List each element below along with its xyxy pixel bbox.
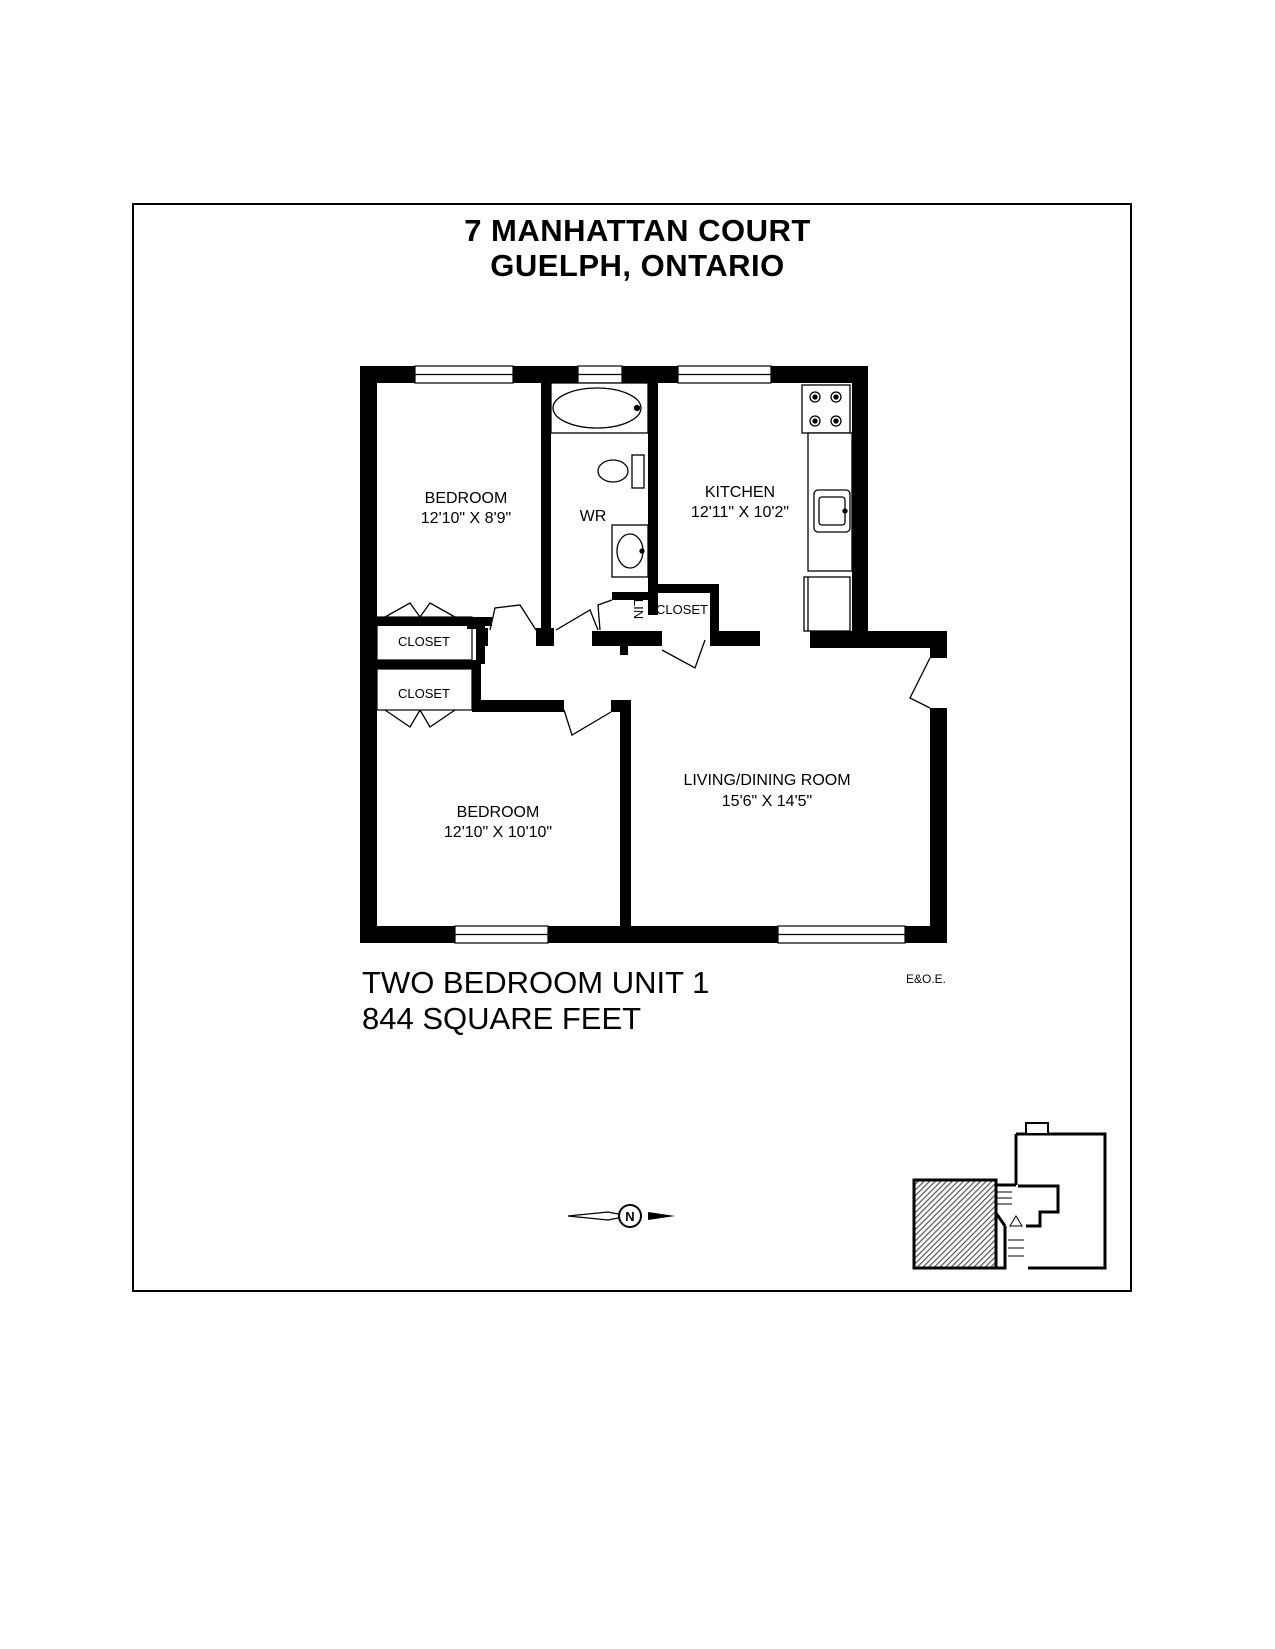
sheet-border bbox=[132, 203, 1132, 1292]
address-line-2: GUELPH, ONTARIO bbox=[490, 248, 785, 283]
key-plan bbox=[912, 1122, 1107, 1270]
living-name: LIVING/DINING ROOM bbox=[683, 772, 850, 789]
closet2-label: CLOSET bbox=[398, 686, 450, 701]
bedroom1-name: BEDROOM bbox=[425, 490, 508, 507]
bedroom2-size: 12'10" X 10'10" bbox=[444, 824, 552, 841]
windows bbox=[414, 365, 906, 944]
bedroom1-size: 12'10" X 8'9" bbox=[421, 510, 511, 527]
exterior-walls bbox=[360, 366, 947, 943]
closet-hall-label: CLOSET bbox=[656, 602, 708, 617]
doors bbox=[384, 599, 931, 736]
unit-name: TWO BEDROOM UNIT 1 bbox=[362, 965, 710, 1000]
bathtub bbox=[550, 382, 649, 434]
sink-vanity bbox=[611, 524, 649, 578]
kitchen-name: KITCHEN bbox=[705, 484, 775, 501]
compass-letter: N bbox=[625, 1209, 634, 1224]
toilet bbox=[597, 454, 645, 489]
refrigerator bbox=[803, 576, 851, 632]
living-size: 15'6" X 14'5" bbox=[722, 793, 812, 810]
address-line-1: 7 MANHATTAN COURT bbox=[464, 213, 811, 248]
bedroom2-name: BEDROOM bbox=[457, 804, 540, 821]
compass-icon: N bbox=[567, 1204, 675, 1228]
wr-name: WR bbox=[580, 508, 607, 525]
unit-area: 844 SQUARE FEET bbox=[362, 1001, 642, 1036]
closet1-label: CLOSET bbox=[398, 634, 450, 649]
closet-outlines bbox=[376, 616, 473, 711]
interior-walls bbox=[377, 383, 760, 926]
stove bbox=[801, 384, 851, 434]
kitchen-size: 12'11" X 10'2" bbox=[691, 504, 789, 521]
kitchen-counter bbox=[807, 432, 853, 572]
lin-label: LIN bbox=[631, 599, 646, 619]
disclaimer: E&O.E. bbox=[906, 972, 947, 986]
